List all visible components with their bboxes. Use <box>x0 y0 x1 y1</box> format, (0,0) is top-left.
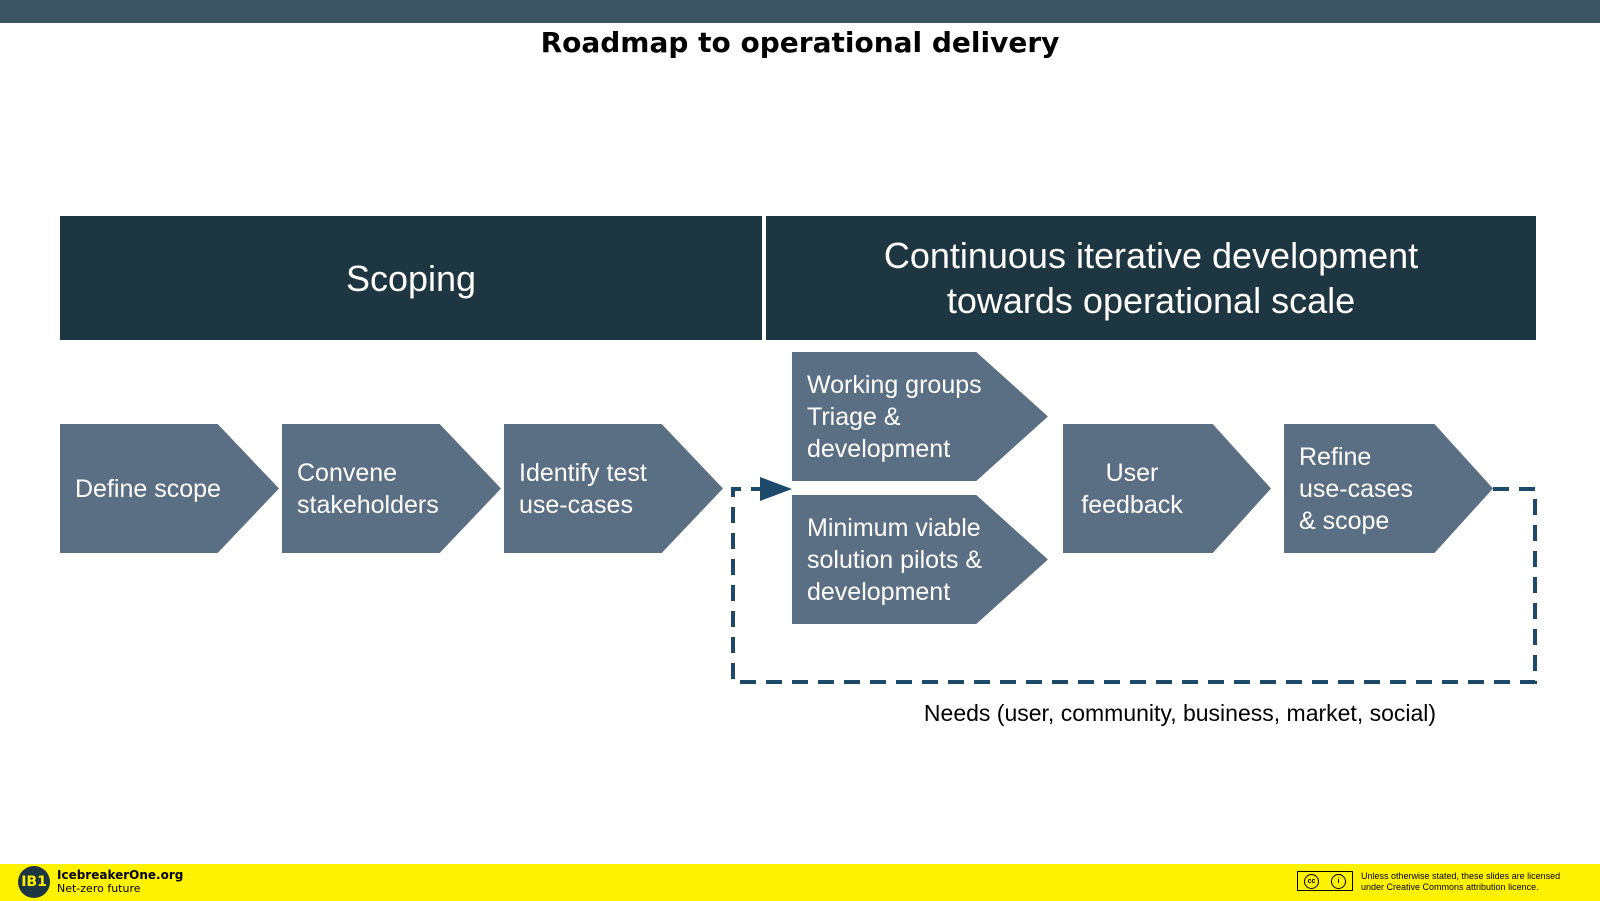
step-refine: Refine use-cases & scope <box>1284 424 1493 553</box>
slide-title: Roadmap to operational delivery <box>540 26 1060 59</box>
cc-icon: cc <box>1304 873 1319 889</box>
cc-by-icon: cc i <box>1297 871 1353 891</box>
scoping-header: Scoping <box>60 216 762 340</box>
step-identify-test-use-cases: Identify test use-cases <box>504 424 723 553</box>
by-icon: i <box>1331 873 1346 889</box>
loop-arrowhead <box>760 477 792 501</box>
org-name: IcebreakerOne.org <box>57 868 184 882</box>
top-bar <box>0 0 1600 23</box>
ib1-logo: IB1 <box>18 866 50 898</box>
org-tagline: Net-zero future <box>57 882 141 895</box>
step-working-groups: Working groups Triage & development <box>792 352 1048 481</box>
continuous-header: Continuous iterative development towards… <box>766 216 1536 340</box>
step-convene-stakeholders: Convene stakeholders <box>282 424 501 553</box>
license-text: Unless otherwise stated, these slides ar… <box>1361 871 1561 892</box>
step-mvs-pilots: Minimum viable solution pilots & develop… <box>792 495 1048 624</box>
step-define-scope: Define scope <box>60 424 279 553</box>
needs-label: Needs (user, community, business, market… <box>923 700 1437 726</box>
footer <box>0 864 1600 901</box>
step-user-feedback: User feedback <box>1063 424 1271 553</box>
